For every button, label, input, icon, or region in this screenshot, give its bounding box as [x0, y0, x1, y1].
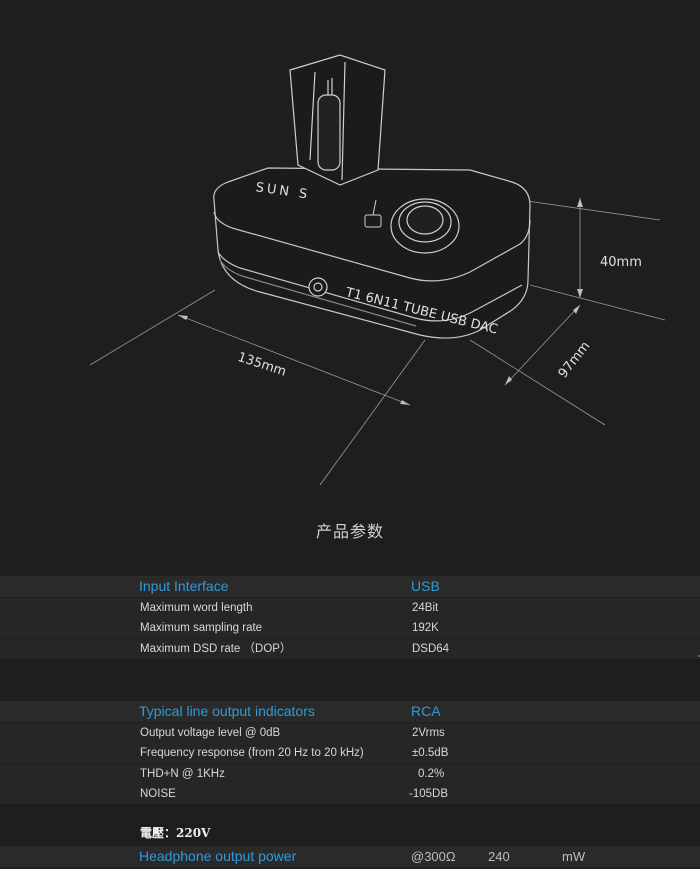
headphone-jack — [308, 277, 328, 297]
extension-line-front — [319, 339, 426, 486]
section-title: 产品参数 — [315, 522, 384, 541]
spec-label: Maximum DSD rate （DOP） — [140, 642, 292, 655]
spec-group-title: Headphone output power — [139, 847, 297, 864]
extension-line-left — [89, 289, 216, 366]
spec-spacer — [0, 805, 700, 825]
spec-group-header: Headphone output power @300Ω 240 mW — [0, 845, 700, 867]
spec-spacer — [0, 825, 700, 845]
spec-spacer — [0, 659, 700, 679]
dimension-line-width — [177, 314, 411, 406]
dimension-line-depth — [504, 304, 581, 386]
spec-label: Output voltage level @ 0dB — [140, 726, 281, 739]
spec-group-value: USB — [411, 578, 440, 594]
spec-label: Maximum word length — [140, 601, 253, 614]
spec-row: Maximum DSD rate （DOP） DSD64 — [0, 638, 700, 659]
arrow-height-bottom — [577, 289, 583, 298]
power-switch — [364, 199, 382, 228]
spec-label: Maximum sampling rate — [140, 622, 263, 634]
spec-value: 2Vrms — [412, 726, 445, 739]
arrow-height-top — [577, 198, 583, 207]
arrow-depth-front — [505, 376, 512, 385]
extension-line-depth — [469, 339, 606, 426]
extension-line-top-right — [519, 199, 661, 221]
edge-marker — [698, 655, 700, 657]
spec-value: 24Bit — [412, 601, 439, 614]
spec-table: Input Interface USB Maximum word length … — [0, 576, 700, 867]
product-dimension-drawing: SUN S T1 6N11 TUBE USB DAC 135mm 40mm 97… — [89, 54, 666, 486]
spec-row: THD+N @ 1KHz 0.2% — [0, 763, 700, 784]
spec-value: DSD64 — [412, 642, 450, 655]
voltage-note: 電壓：220V — [140, 826, 211, 840]
spec-group-value-2: 240 — [488, 848, 510, 864]
arrow-width-left — [178, 315, 188, 320]
spec-row: Frequency response (from 20 Hz to 20 kHz… — [0, 743, 700, 763]
spec-value: 192K — [412, 622, 439, 634]
spec-label: NOISE — [140, 788, 176, 800]
spec-label: THD+N @ 1KHz — [140, 767, 225, 780]
device-outline-svg: SUN S T1 6N11 TUBE USB DAC 135mm 40mm 97… — [89, 54, 666, 486]
spec-label: Frequency response (from 20 Hz to 20 kHz… — [140, 747, 364, 759]
spec-group-title: Input Interface — [139, 578, 229, 594]
spec-group-value: RCA — [411, 703, 441, 719]
arrow-width-right — [400, 400, 410, 405]
spec-value: ±0.5dB — [412, 747, 449, 759]
spec-value: -105DB — [409, 788, 448, 800]
spec-group-header: Input Interface USB — [0, 576, 700, 597]
spec-group-header: Typical line output indicators RCA — [0, 701, 700, 722]
spec-row: Output voltage level @ 0dB 2Vrms — [0, 722, 700, 743]
spec-row: Maximum word length 24Bit — [0, 597, 700, 618]
extension-line-bottom-right — [529, 284, 666, 321]
arrow-depth-back — [573, 305, 580, 314]
spec-group-unit: mW — [562, 848, 586, 864]
dimension-height-label: 40mm — [600, 255, 642, 270]
spec-group-value: @300Ω — [411, 848, 456, 864]
spec-value: 0.2% — [418, 767, 445, 780]
volume-knob — [390, 198, 460, 254]
spec-row: NOISE -105DB — [0, 784, 700, 804]
dimension-depth-label: 97mm — [556, 339, 594, 381]
spec-spacer — [0, 680, 700, 701]
spec-row: Maximum sampling rate 192K — [0, 618, 700, 638]
tube-cage — [289, 54, 386, 186]
spec-group-title: Typical line output indicators — [139, 703, 315, 719]
